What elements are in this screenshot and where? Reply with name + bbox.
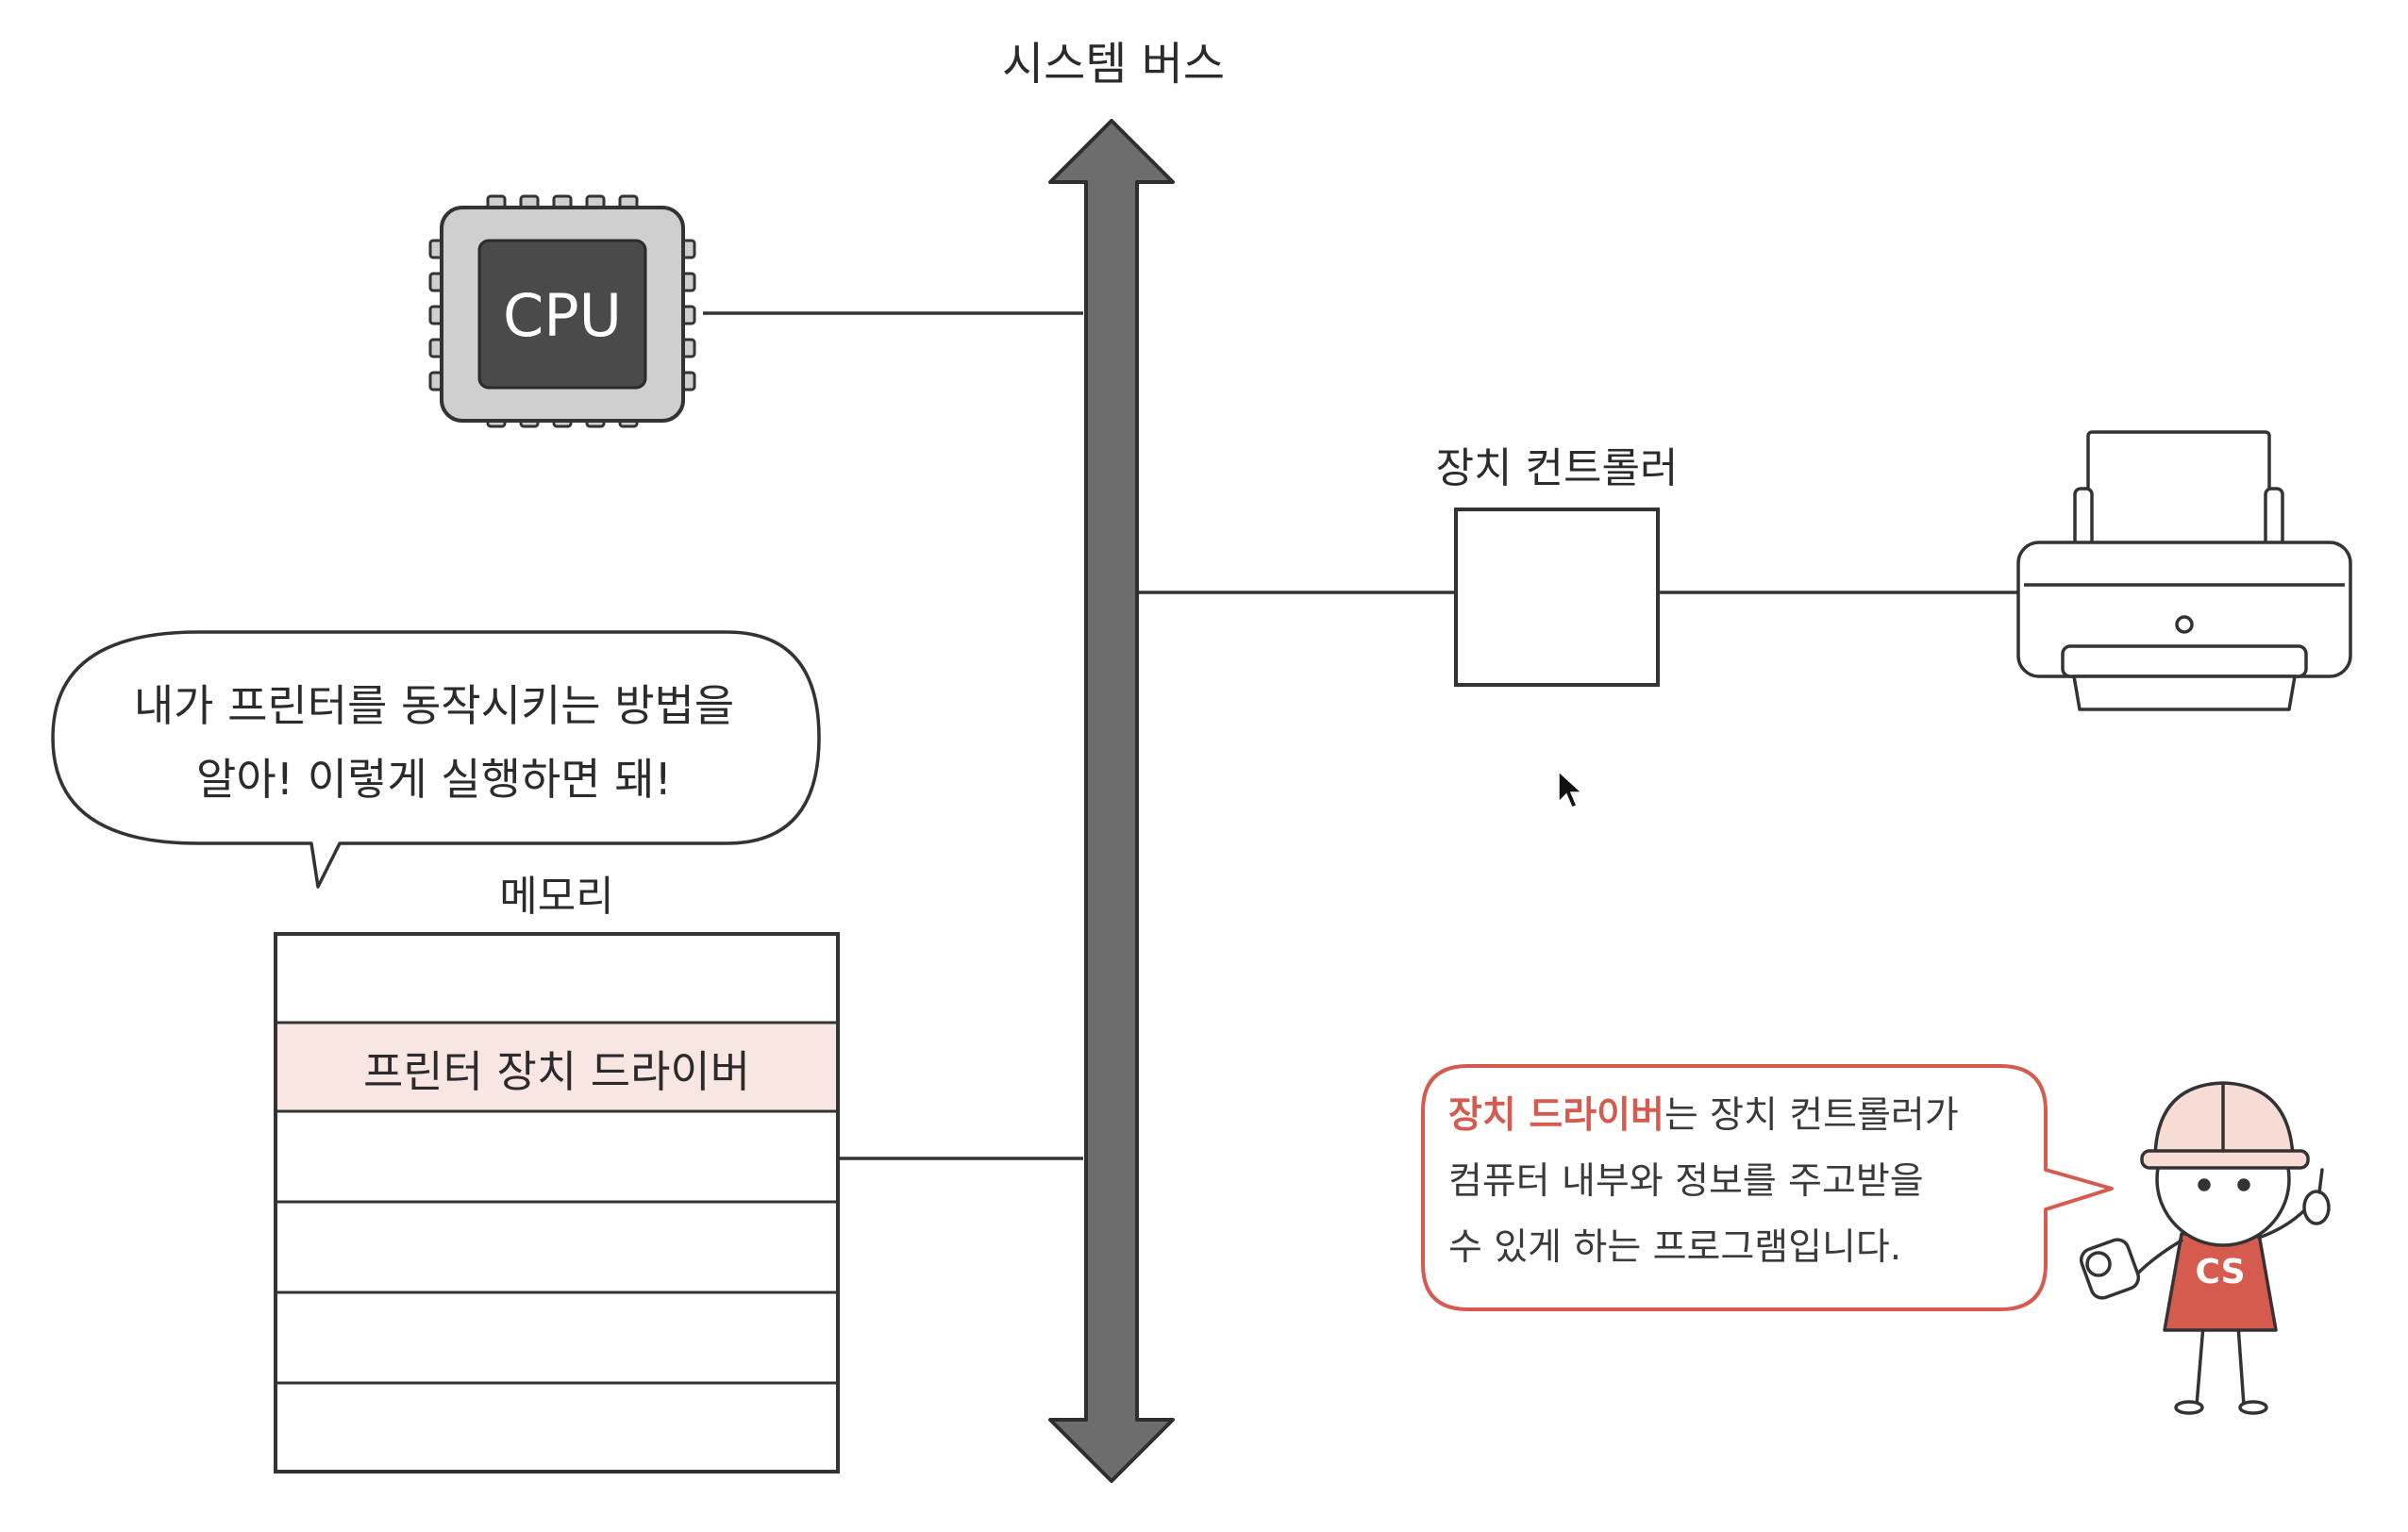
memory-row-highlighted — [276, 1023, 838, 1111]
memory-table — [274, 932, 840, 1474]
memory-row — [276, 934, 838, 1023]
note-line-3: 수 있게 하는 프로그램입니다. — [1448, 1226, 1902, 1269]
mascot-icon — [2079, 1081, 2331, 1415]
printer-icon — [2016, 430, 2352, 711]
note-text: 장치 드라이버는 장치 컨트롤러가 컴퓨터 내부와 정보를 주고받을 수 있게 … — [1448, 1083, 2033, 1281]
memory-row-label: 프린터 장치 드라이버 — [362, 1046, 751, 1097]
note-bubble — [1421, 1064, 2114, 1311]
device-controller-box — [1454, 508, 1660, 687]
memory-label: 메모리 — [499, 873, 614, 921]
system-bus-arrow — [1048, 119, 1175, 1483]
device-controller-label: 장치 컨트롤러 — [1435, 444, 1679, 492]
mascot-badge: CS — [2195, 1253, 2246, 1291]
system-bus-label: 시스템 버스 — [1001, 38, 1226, 91]
note-line-1: 장치 드라이버는 장치 컨트롤러가 — [1448, 1083, 2033, 1149]
note-line-2: 컴퓨터 내부와 정보를 주고받을 — [1448, 1160, 1924, 1203]
cpu-label: CPU — [502, 281, 623, 350]
speech-line-2: 알아! 이렇게 실행하면 돼! — [196, 754, 672, 805]
note-line-1-rest: 는 장치 컨트롤러가 — [1664, 1094, 1959, 1137]
mouse-cursor-icon — [1558, 770, 1583, 808]
speech-line-1: 내가 프린터를 동작시키는 방법을 — [133, 680, 735, 731]
speech-bubble — [51, 630, 821, 889]
note-highlight: 장치 드라이버 — [1448, 1094, 1664, 1137]
cpu-chip-icon — [428, 194, 696, 428]
